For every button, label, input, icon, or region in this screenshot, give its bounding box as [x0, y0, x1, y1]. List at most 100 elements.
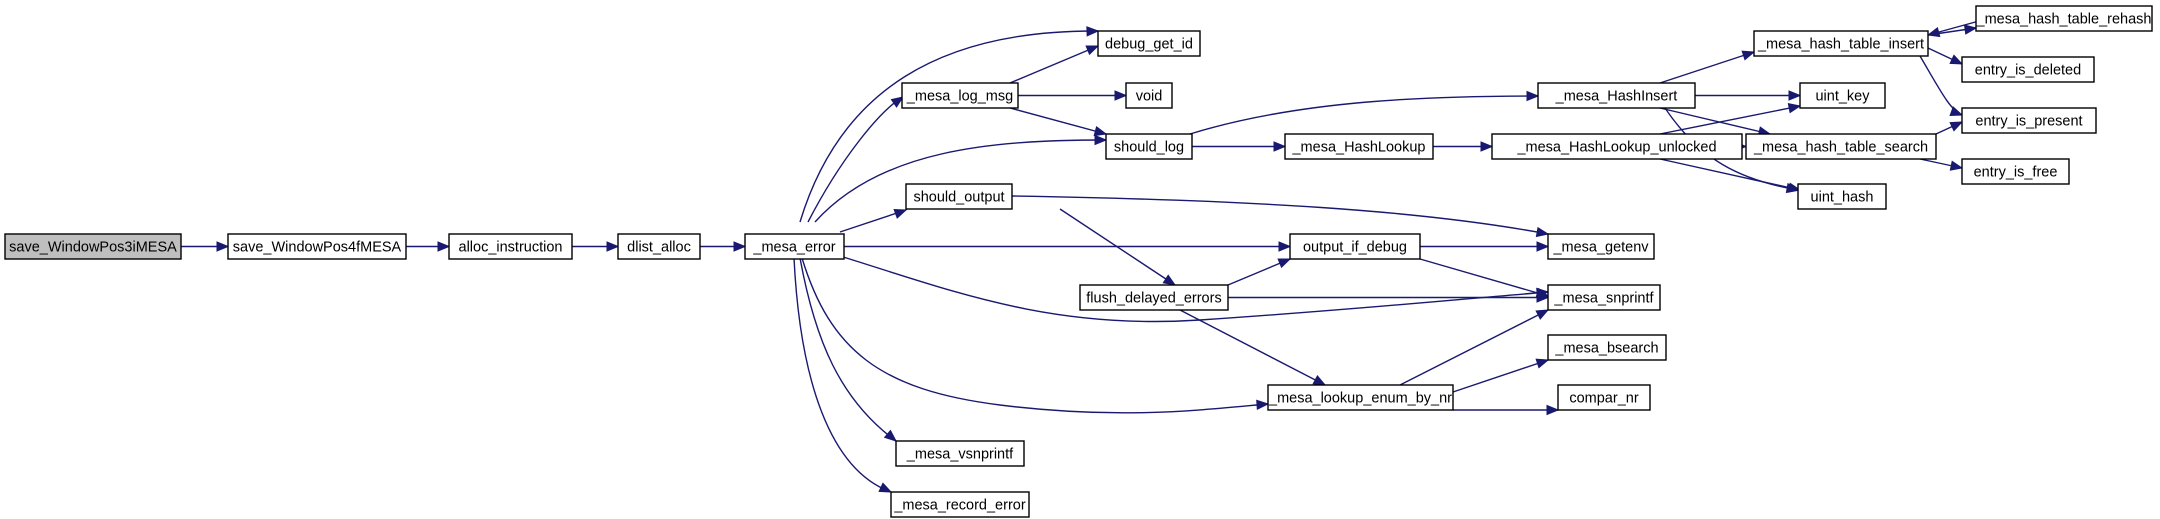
- node-box: [1961, 158, 2070, 185]
- edge: [801, 257, 1270, 414]
- node-label: void: [1136, 88, 1163, 104]
- edge-arrowhead: [1949, 54, 1964, 65]
- node-label: _mesa_HashLookup: [1291, 139, 1425, 155]
- node-mesa-record-error[interactable]: _mesa_record_error: [890, 491, 1030, 518]
- node-entry-is-present[interactable]: entry_is_present: [1961, 107, 2097, 134]
- edge-line: [1659, 107, 1771, 135]
- node-box: [1753, 30, 1929, 57]
- edge-line: [1659, 158, 1801, 191]
- node-box: [901, 82, 1019, 109]
- node-mesa-log-msg[interactable]: _mesa_log_msg: [901, 82, 1019, 109]
- node-flush-delayed-errors[interactable]: flush_delayed_errors: [1079, 284, 1229, 311]
- node-label: entry_is_present: [1975, 113, 2082, 129]
- edge-line: [801, 257, 1269, 414]
- edge: [1452, 358, 1550, 393]
- node-box: [4, 233, 182, 260]
- edge: [1018, 90, 1128, 101]
- edge-line: [1399, 309, 1549, 386]
- node-mesa-getenv[interactable]: _mesa_getenv: [1547, 233, 1655, 260]
- edge-arrowhead: [1546, 404, 1560, 416]
- edge-line: [807, 96, 904, 223]
- node-should-output[interactable]: should_output: [905, 183, 1013, 210]
- edge-arrowhead: [733, 241, 747, 252]
- node-label: _mesa_vsnprintf: [906, 446, 1014, 462]
- node-mesa-hashlookup-unlocked[interactable]: _mesa_HashLookup_unlocked: [1491, 133, 1743, 160]
- node-box: [744, 233, 845, 260]
- edge: [1659, 158, 1802, 193]
- node-label: _mesa_hash_table_insert: [1757, 36, 1924, 52]
- edge: [1189, 90, 1540, 135]
- edge-line: [1009, 107, 1107, 135]
- node-box: [1491, 133, 1743, 160]
- node-label: _mesa_hash_table_search: [1753, 139, 1928, 155]
- node-label: _mesa_snprintf: [1553, 290, 1654, 306]
- node-label: entry_is_deleted: [1975, 62, 2081, 78]
- node-label: _mesa_HashInsert: [1555, 88, 1678, 104]
- edge-line: [1011, 195, 1549, 235]
- edge-arrowhead: [1787, 103, 1802, 114]
- node-save-windowpos3imesa[interactable]: save_WindowPos3iMESA: [4, 233, 182, 260]
- node-mesa-snprintf[interactable]: _mesa_snprintf: [1547, 284, 1661, 311]
- edge-arrowhead: [1114, 90, 1128, 101]
- edge-arrowhead: [1273, 141, 1287, 152]
- node-entry-is-deleted[interactable]: entry_is_deleted: [1961, 56, 2095, 83]
- edge-arrowhead: [1256, 399, 1270, 411]
- edge: [1419, 258, 1550, 298]
- node-uint-hash[interactable]: uint_hash: [1797, 183, 1887, 210]
- edge: [1659, 103, 1802, 135]
- node-box: [448, 233, 573, 260]
- edge-arrowhead: [1093, 125, 1108, 137]
- node-label: _mesa_getenv: [1552, 239, 1649, 255]
- node-box: [617, 233, 701, 260]
- node-mesa-hash-table-rehash[interactable]: _mesa_hash_table_rehash: [1975, 5, 2153, 32]
- node-label: uint_hash: [1811, 189, 1874, 205]
- edge: [839, 209, 908, 233]
- edge: [1009, 107, 1108, 137]
- node-mesa-lookup-enum-by-nr[interactable]: _mesa_lookup_enum_by_nr: [1267, 384, 1454, 411]
- node-output-if-debug[interactable]: output_if_debug: [1289, 233, 1421, 260]
- node-box: [895, 440, 1025, 467]
- node-debug-get-id[interactable]: debug_get_id: [1097, 30, 1201, 57]
- node-mesa-hashinsert[interactable]: _mesa_HashInsert: [1537, 82, 1696, 109]
- edge-arrowhead: [883, 429, 898, 442]
- node-label: save_WindowPos3iMESA: [9, 239, 177, 255]
- edge: [1919, 158, 1964, 171]
- nodes-layer: save_WindowPos3iMESA save_WindowPos4fMESA…: [4, 5, 2153, 518]
- node-mesa-hashlookup[interactable]: _mesa_HashLookup: [1284, 133, 1434, 160]
- node-label: alloc_instruction: [459, 239, 563, 255]
- edge-arrowhead: [1787, 182, 1802, 193]
- node-label: compar_nr: [1569, 390, 1638, 406]
- edge: [814, 134, 1108, 223]
- node-box: [1125, 82, 1173, 109]
- node-mesa-bsearch[interactable]: _mesa_bsearch: [1547, 334, 1667, 361]
- node-dlist-alloc[interactable]: dlist_alloc: [617, 233, 701, 260]
- node-compar-nr[interactable]: compar_nr: [1557, 384, 1651, 411]
- node-should-log[interactable]: should_log: [1105, 133, 1193, 160]
- node-label: should_output: [913, 189, 1004, 205]
- node-label: dlist_alloc: [627, 239, 691, 255]
- edge-arrowhead: [1526, 90, 1540, 102]
- node-save-windowpos4fmesa[interactable]: save_WindowPos4fMESA: [227, 233, 407, 260]
- node-box: [890, 491, 1030, 518]
- node-alloc-instruction[interactable]: alloc_instruction: [448, 233, 573, 260]
- node-label: flush_delayed_errors: [1086, 290, 1221, 306]
- node-mesa-hash-table-insert[interactable]: _mesa_hash_table_insert: [1753, 30, 1929, 57]
- node-label: _mesa_HashLookup_unlocked: [1516, 139, 1716, 155]
- edge-line: [1419, 258, 1549, 297]
- node-void[interactable]: void: [1125, 82, 1173, 109]
- edge: [1228, 292, 1550, 303]
- edge-arrowhead: [890, 96, 905, 108]
- edge: [1927, 47, 1964, 65]
- node-mesa-error[interactable]: _mesa_error: [744, 233, 845, 260]
- node-mesa-hash-table-search[interactable]: _mesa_hash_table_search: [1745, 133, 1937, 160]
- node-box: [1547, 284, 1661, 311]
- node-entry-is-free[interactable]: entry_is_free: [1961, 158, 2070, 185]
- node-mesa-vsnprintf[interactable]: _mesa_vsnprintf: [895, 440, 1025, 467]
- edge: [1432, 141, 1494, 152]
- edge: [180, 241, 230, 252]
- node-uint-key[interactable]: uint_key: [1799, 82, 1886, 109]
- edge: [793, 257, 893, 493]
- node-label: uint_key: [1815, 88, 1870, 104]
- edge-line: [799, 257, 897, 442]
- edge-line: [1919, 55, 1963, 116]
